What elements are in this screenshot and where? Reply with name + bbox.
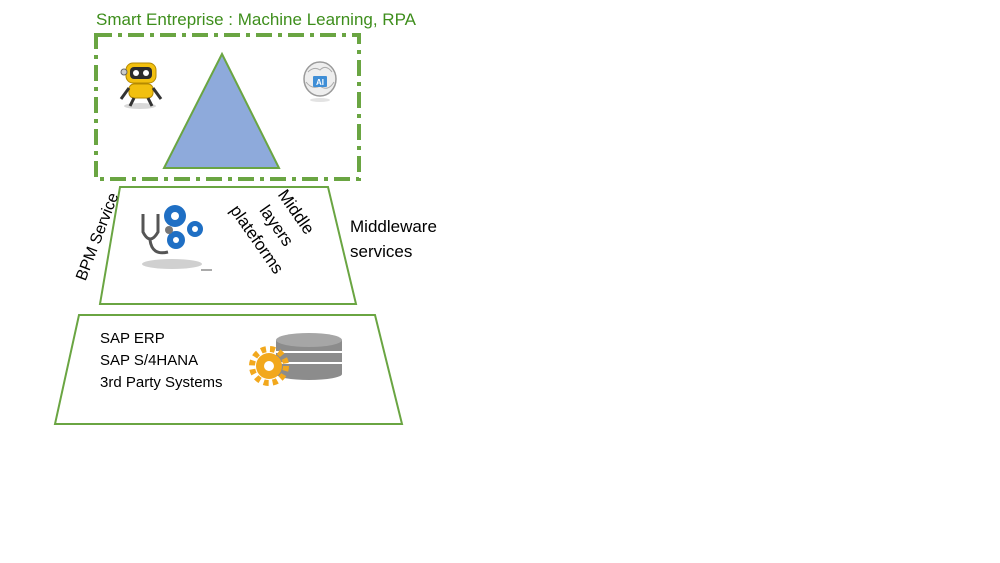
ai-brain-icon: AI <box>303 61 337 102</box>
systems-layer-box <box>53 314 404 425</box>
pyramid-triangle <box>162 51 281 169</box>
stethoscope-gears-icon <box>141 205 212 271</box>
system-item: SAP S/4HANA <box>100 352 199 369</box>
svg-text:AI: AI <box>316 78 324 87</box>
systems-list: SAP ERP SAP S/4HANA 3rd Party Systems <box>100 328 223 394</box>
robot-icon <box>119 62 163 109</box>
middleware-services-label: Middleware services <box>350 217 437 261</box>
smart-enterprise-box <box>94 33 361 181</box>
smart-enterprise-title: Smart Entreprise : Machine Learning, RPA <box>96 10 416 29</box>
database-gear-icon <box>249 333 342 386</box>
system-item: SAP ERP <box>100 330 165 347</box>
middleware-layer-box <box>98 186 358 305</box>
system-item: 3rd Party Systems <box>100 374 223 391</box>
